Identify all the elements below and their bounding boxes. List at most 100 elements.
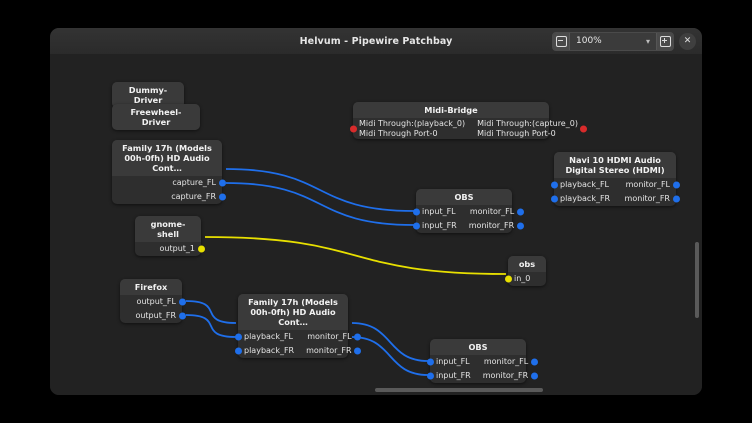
port-input-fl[interactable]: input_FL (426, 355, 476, 369)
port-dot-icon[interactable] (550, 195, 558, 203)
port-capture-fr[interactable]: capture_FR (165, 190, 226, 204)
port-in-0[interactable]: in_0 (504, 272, 536, 286)
port-container: in_0 (504, 272, 546, 286)
port-dot-icon[interactable] (672, 181, 680, 189)
port-dot-icon[interactable] (412, 208, 420, 216)
node-title: Freewheel-Driver (112, 104, 200, 130)
zoom-level-value[interactable]: 100% (576, 36, 602, 46)
port-dot-icon[interactable] (580, 125, 588, 132)
port-output-fl[interactable]: output_FL (131, 295, 186, 309)
node-title: Dummy-Driver (112, 82, 184, 108)
zoom-out-button[interactable] (553, 32, 570, 50)
app-window: Helvum - Pipewire Patchbay 100% ▾ ✕ Dumm… (50, 28, 702, 395)
port-monitor-fr[interactable]: monitor_FR (463, 219, 524, 233)
edge-e1[interactable] (225, 168, 415, 212)
port-capture-fl[interactable]: capture_FL (166, 176, 226, 190)
port-dot-icon[interactable] (426, 358, 434, 366)
port-playback-fl[interactable]: playback_FL (550, 178, 615, 192)
port-monitor-fl[interactable]: monitor_FL (478, 355, 538, 369)
node-dummy-driver[interactable]: Dummy-Driver (112, 82, 184, 108)
port-playback-fr[interactable]: playback_FR (550, 192, 616, 206)
port-dot-icon[interactable] (412, 222, 420, 230)
port-dot-icon[interactable] (234, 347, 242, 355)
input-port-column: in_0 (504, 272, 546, 286)
port-playback-fr[interactable]: playback_FR (234, 344, 300, 358)
edge-layer (185, 168, 507, 376)
port-output-1[interactable]: output_1 (154, 242, 205, 256)
edge-e7[interactable] (351, 336, 429, 376)
titlebar-controls: 100% ▾ ✕ (552, 28, 696, 54)
port-dot-icon[interactable] (218, 193, 226, 201)
port-dot-icon[interactable] (178, 312, 186, 320)
port-dot-icon[interactable] (234, 333, 242, 341)
port-playback-fl[interactable]: playback_FL (234, 330, 299, 344)
edge-e2[interactable] (225, 182, 415, 226)
port-dot-icon[interactable] (178, 298, 186, 306)
port-dot-icon[interactable] (354, 347, 362, 355)
port-dot-icon[interactable] (218, 179, 226, 187)
port-midi-through-playback-0-[interactable]: Midi Through:(playback_0)Midi Through Po… (349, 118, 471, 139)
node-title: Firefox (120, 279, 182, 295)
port-dot-icon[interactable] (550, 181, 558, 189)
input-port-column: Midi Through:(playback_0)Midi Through Po… (349, 118, 471, 139)
port-monitor-fr[interactable]: monitor_FR (300, 344, 362, 358)
port-input-fr[interactable]: input_FR (412, 219, 463, 233)
port-dot-icon[interactable] (530, 372, 538, 380)
edge-e3[interactable] (204, 236, 507, 275)
node-freewheel[interactable]: Freewheel-Driver (112, 104, 200, 130)
vertical-scrollbar[interactable] (695, 242, 699, 318)
chevron-down-icon[interactable]: ▾ (645, 36, 650, 46)
port-dot-icon[interactable] (354, 333, 362, 341)
port-dot-icon[interactable] (349, 125, 357, 132)
port-input-fr[interactable]: input_FR (426, 369, 477, 383)
port-dot-icon[interactable] (197, 245, 205, 253)
port-dot-icon[interactable] (426, 372, 434, 380)
edge-e4[interactable] (185, 300, 237, 324)
port-dot-icon[interactable] (672, 195, 680, 203)
output-port-column: Midi Through:(capture_0)Midi Through Por… (471, 118, 588, 139)
node-title: obs (508, 256, 546, 272)
port-monitor-fl[interactable]: monitor_FL (620, 178, 680, 192)
port-dot-icon[interactable] (516, 222, 524, 230)
port-midi-through-capture-0-[interactable]: Midi Through:(capture_0)Midi Through Por… (471, 118, 588, 139)
port-input-fl[interactable]: input_FL (412, 205, 462, 219)
port-monitor-fl[interactable]: monitor_FL (301, 330, 362, 344)
output-port-column: output_1 (135, 242, 205, 256)
horizontal-scrollbar[interactable] (375, 388, 543, 392)
port-dot-icon[interactable] (516, 208, 524, 216)
port-monitor-fl[interactable]: monitor_FL (464, 205, 524, 219)
port-monitor-fr[interactable]: monitor_FR (477, 369, 538, 383)
edge-e6[interactable] (351, 322, 429, 362)
port-dot-icon[interactable] (504, 275, 512, 283)
node-title: OBS (416, 189, 512, 205)
close-button[interactable]: ✕ (679, 32, 696, 50)
port-output-fr[interactable]: output_FR (129, 309, 186, 323)
port-monitor-fr[interactable]: monitor_FR (619, 192, 680, 206)
zoom-in-button[interactable] (656, 32, 673, 50)
title-bar[interactable]: Helvum - Pipewire Patchbay 100% ▾ ✕ (50, 28, 702, 55)
edge-e5[interactable] (185, 314, 237, 338)
port-dot-icon[interactable] (530, 358, 538, 366)
